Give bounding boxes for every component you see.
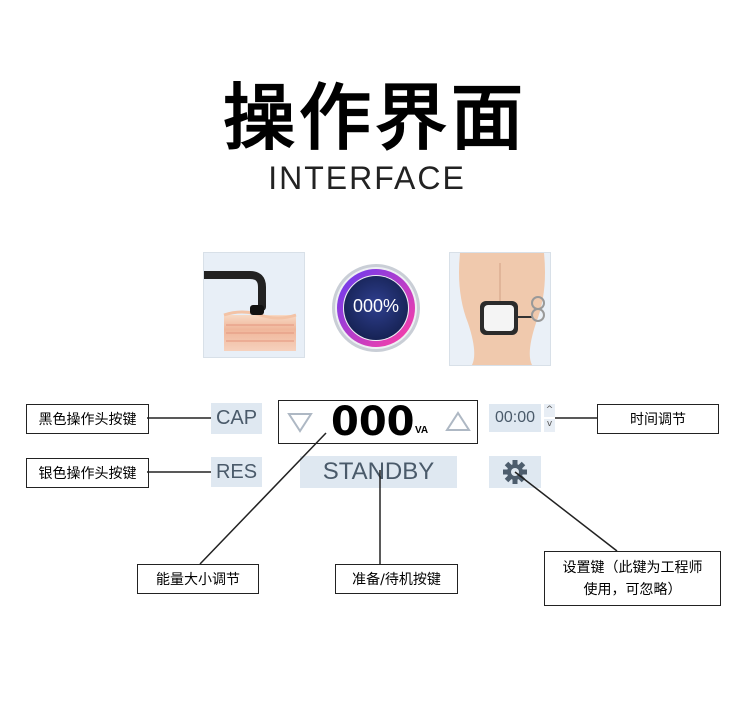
label-black-probe-text: 黑色操作头按键: [38, 412, 137, 428]
label-energy-adjust: 能量大小调节: [137, 564, 259, 594]
label-standby-text: 准备/待机按键: [352, 572, 441, 588]
res-button[interactable]: RES: [211, 457, 262, 487]
label-energy-adjust-text: 能量大小调节: [156, 572, 240, 588]
connector-energy-adjust: [199, 432, 327, 565]
cap-button-label: CAP: [215, 407, 258, 429]
energy-control: 000 VA: [278, 399, 478, 445]
time-display: 00:00: [489, 404, 541, 432]
label-time-adjust-text: 时间调节: [630, 412, 686, 428]
gauge-value: 000%: [352, 296, 400, 316]
label-silver-probe: 银色操作头按键: [26, 458, 149, 488]
energy-increase-button[interactable]: [445, 411, 471, 433]
time-value: 00:00: [494, 409, 536, 426]
res-button-label: RES: [215, 461, 258, 483]
label-settings-line2: 使用，可忽略）: [583, 581, 682, 598]
standby-button[interactable]: STANDBY: [300, 456, 457, 488]
page-title: 操作界面: [222, 76, 527, 160]
energy-unit: VA: [415, 425, 429, 436]
label-standby: 准备/待机按键: [335, 564, 458, 594]
chevron-down-icon: v: [546, 419, 553, 429]
label-black-probe: 黑色操作头按键: [26, 404, 149, 434]
gear-icon: [503, 460, 527, 484]
chevron-up-icon: ^: [545, 405, 554, 415]
label-silver-probe-text: 银色操作头按键: [38, 466, 137, 482]
energy-value: 000: [331, 399, 415, 445]
label-settings-line1: 设置键（此键为工程师: [562, 559, 703, 576]
time-up-button[interactable]: ^: [544, 404, 555, 417]
cap-button[interactable]: CAP: [211, 403, 262, 434]
back-treatment-image: [449, 252, 551, 366]
label-settings: 设置键（此键为工程师 使用，可忽略）: [544, 551, 721, 606]
page-subtitle: INTERFACE: [268, 160, 466, 196]
label-time-adjust: 时间调节: [597, 404, 719, 434]
time-down-button[interactable]: v: [544, 419, 555, 432]
probe-skin-image: [200, 252, 305, 358]
triangle-up-icon: [445, 411, 471, 431]
energy-decrease-button[interactable]: [287, 411, 313, 433]
energy-percentage-gauge: 000%: [330, 262, 422, 354]
settings-button[interactable]: [489, 456, 541, 488]
triangle-down-icon: [287, 413, 313, 433]
standby-button-label: STANDBY: [322, 458, 435, 485]
